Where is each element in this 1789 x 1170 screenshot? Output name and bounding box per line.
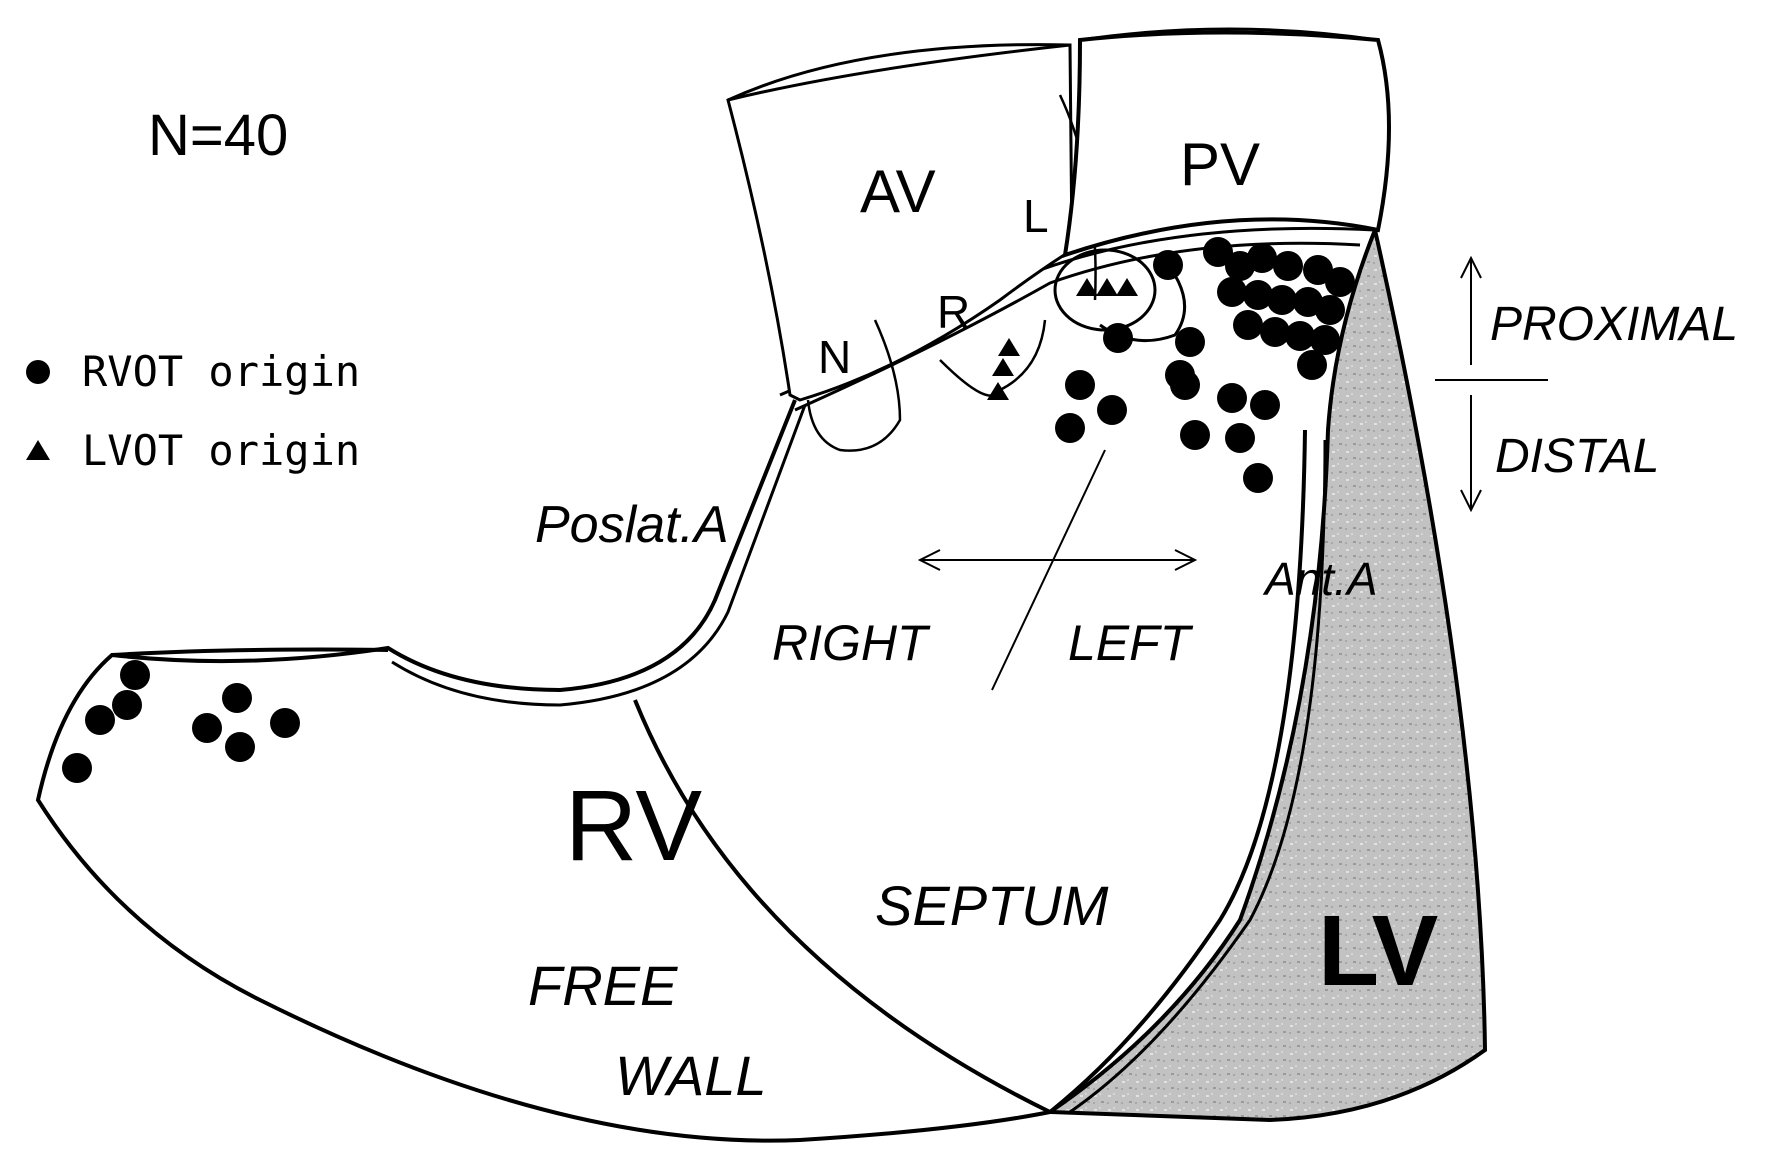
rvot-origin-marker: [1267, 285, 1297, 315]
rvot-origin-markers-freewall: [62, 660, 300, 783]
lvot-origin-marker: [992, 358, 1014, 376]
free-wall-label-line1: FREE: [528, 954, 678, 1017]
lvot-origin-marker: [1116, 278, 1138, 296]
lvot-origin-marker: [998, 338, 1020, 356]
legend-lvot-label: LVOT origin: [82, 426, 360, 475]
rvot-origin-marker: [1297, 350, 1327, 380]
rvot-origin-marker: [1097, 395, 1127, 425]
noncoronary-cusp-label: N: [818, 331, 851, 383]
rvot-origin-marker: [1180, 420, 1210, 450]
posterolateral-artery-label: Poslat.A: [535, 496, 729, 554]
aortic-valve-label: AV: [860, 158, 936, 225]
left-direction-label: LEFT: [1068, 615, 1194, 671]
anterior-artery-label: Ant.A: [1262, 553, 1378, 605]
rvot-origin-marker: [1233, 310, 1263, 340]
rvot-origin-marker: [1325, 267, 1355, 297]
rvot-origin-markers-outflow: [1055, 237, 1355, 493]
legend-rvot-marker: [26, 360, 50, 384]
distal-direction-label: DISTAL: [1495, 430, 1659, 483]
septum-label: SEPTUM: [875, 874, 1109, 937]
rvot-origin-marker: [1247, 243, 1277, 273]
rvot-origin-marker: [192, 713, 222, 743]
rvot-origin-marker: [1225, 423, 1255, 453]
rvot-origin-marker: [1153, 250, 1183, 280]
right-cusp-label: R: [937, 286, 970, 338]
right-ventricle-label: RV: [565, 770, 702, 882]
rvot-origin-marker: [1065, 370, 1095, 400]
lvot-origin-marker: [987, 382, 1009, 400]
rvot-origin-marker: [1243, 463, 1273, 493]
free-wall-label-line2: WALL: [615, 1044, 766, 1107]
rvot-origin-marker: [1175, 327, 1205, 357]
rvot-origin-marker: [120, 660, 150, 690]
rvot-origin-marker: [1273, 251, 1303, 281]
lvot-origin-marker: [1096, 278, 1118, 296]
rvot-origin-marker: [1170, 370, 1200, 400]
sample-size-label: N=40: [148, 103, 288, 168]
rvot-origin-marker: [270, 708, 300, 738]
rvot-origin-marker: [1315, 295, 1345, 325]
rvot-origin-marker: [112, 690, 142, 720]
rvot-origin-marker: [1217, 277, 1247, 307]
rvot-origin-marker: [62, 753, 92, 783]
rvot-origin-marker: [1217, 383, 1247, 413]
poslat-artery-line: [392, 405, 805, 705]
rvot-origin-marker: [85, 705, 115, 735]
rvot-origin-marker: [1250, 390, 1280, 420]
rvot-origin-marker: [1055, 413, 1085, 443]
rvot-origin-marker: [1103, 323, 1133, 353]
pulmonary-valve-label: PV: [1180, 131, 1260, 198]
left-cusp-label: L: [1023, 190, 1049, 242]
legend: RVOT origin LVOT origin: [26, 347, 360, 475]
legend-lvot-marker: [26, 440, 50, 460]
left-ventricle-label: LV: [1318, 895, 1439, 1007]
rvot-origin-marker: [1285, 321, 1315, 351]
rvot-origin-marker: [225, 732, 255, 762]
rvot-origin-marker: [1260, 317, 1290, 347]
proximal-direction-label: PROXIMAL: [1490, 298, 1738, 351]
legend-rvot-label: RVOT origin: [82, 347, 360, 396]
right-direction-label: RIGHT: [772, 615, 931, 671]
rvot-origin-marker: [222, 683, 252, 713]
